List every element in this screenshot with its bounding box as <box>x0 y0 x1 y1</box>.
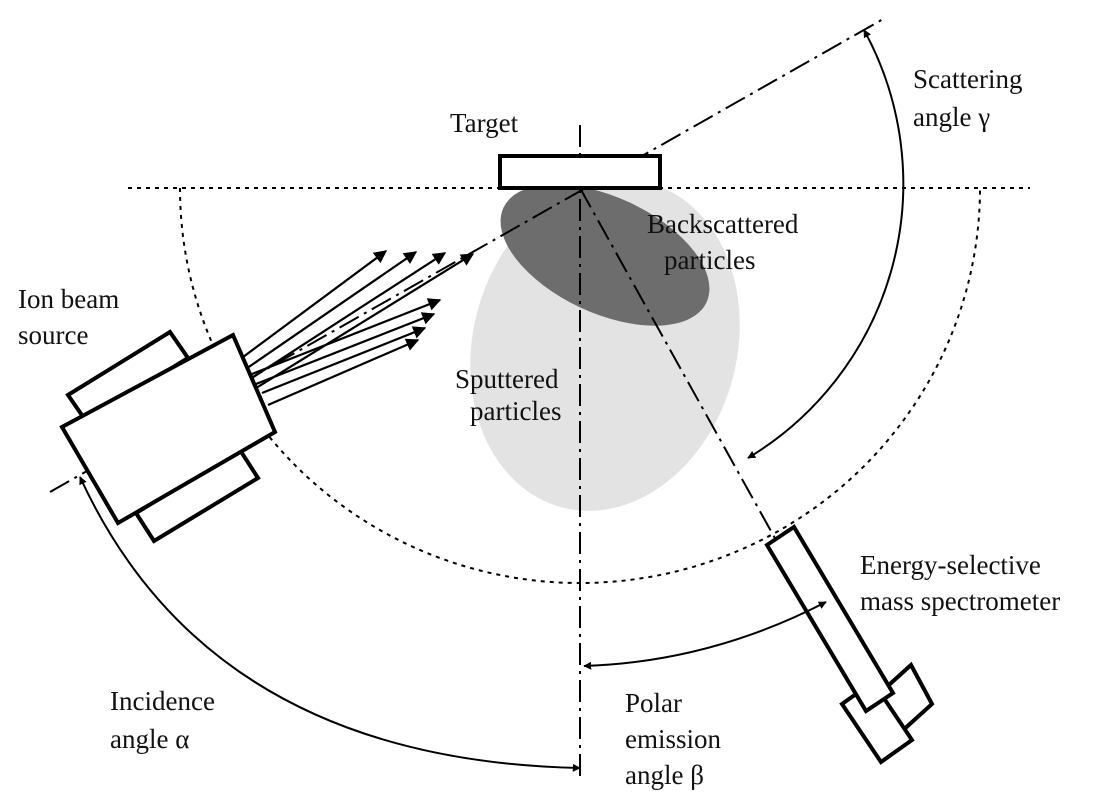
polar-label-line1: Polar <box>625 688 682 718</box>
polar-emission-angle-arc <box>583 601 827 670</box>
scattering-label-line1: Scattering <box>913 64 1022 94</box>
ion-beam-source <box>59 329 278 544</box>
ion-source-label-line1: Ion beam <box>18 284 119 314</box>
incidence-label-line2: angle α <box>110 724 189 754</box>
incidence-label-line1: Incidence <box>110 686 215 716</box>
incidence-angle-arc <box>79 476 581 772</box>
ion-beam-arrows <box>234 250 475 407</box>
sputtered-label-line2: particles <box>470 396 561 426</box>
scattering-angle-arc <box>747 29 905 459</box>
ion-source-label-line2: source <box>18 320 88 350</box>
scattering-label-line2: angle γ <box>913 102 990 132</box>
backscattered-label-line2: particles <box>664 245 755 275</box>
target-block <box>498 154 662 190</box>
spectrometer-label-line2: mass spectrometer <box>860 586 1060 616</box>
sputtered-label-line1: Sputtered <box>455 364 559 394</box>
mass-spectrometer <box>764 524 935 765</box>
target-label: Target <box>450 108 519 138</box>
spectrometer-label-line1: Energy-selective <box>860 550 1041 580</box>
polar-label-line3: angle β <box>625 760 704 790</box>
backscattered-particles-cloud <box>500 184 710 326</box>
polar-label-line2: emission <box>625 724 722 754</box>
backscattered-label-line1: Backscattered <box>647 209 799 239</box>
